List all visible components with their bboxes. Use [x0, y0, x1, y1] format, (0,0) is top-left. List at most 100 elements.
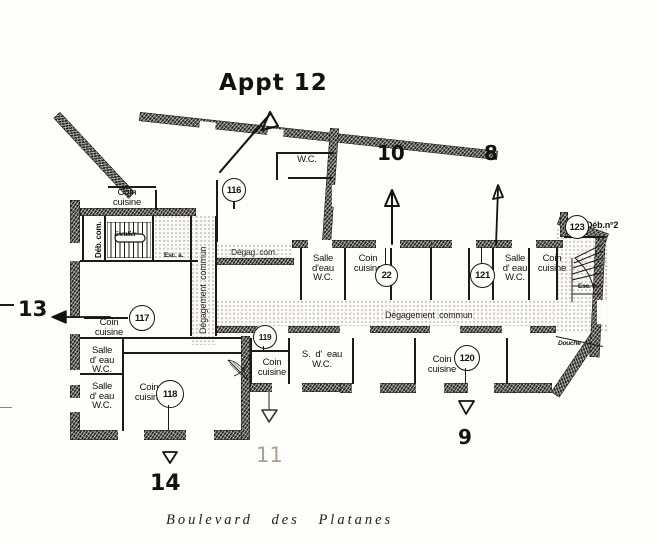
partition-116-left-wall [216, 180, 218, 242]
leader-119 [252, 350, 288, 352]
leader-line-121 [481, 248, 483, 264]
room-bubble-120[interactable]: 120 [454, 345, 480, 371]
label-coin-cuisine-117: Coin cuisine [94, 317, 124, 338]
annotation-14-arrow [160, 448, 182, 468]
room-bubble-121[interactable]: 121 [470, 263, 495, 288]
label-coin-cuisine-top-left: Coin cuisine [112, 187, 142, 208]
room-bubble-116-label: 116 [226, 184, 242, 196]
leader-line-120 [465, 368, 467, 384]
annotation-9-arrow [456, 398, 478, 422]
opening-west-1 [70, 243, 80, 261]
partition-coin-cuisine-top-left [155, 190, 157, 210]
corridor-fill-degag-com-upper [216, 244, 292, 260]
room-bubble-117[interactable]: 117 [129, 305, 155, 331]
label-s-eau-116: W.C. [297, 154, 317, 165]
opening-north-wing-3 [452, 240, 476, 248]
partition-122-mid [344, 248, 346, 300]
wall-north-central-wing [292, 240, 432, 248]
partition-117-wc-b [80, 373, 124, 375]
label-coin-cuisine-120: Coin cuisine [427, 354, 457, 375]
label-deb-com-vertical: Déb. com. [94, 221, 103, 258]
partition-123-box [564, 236, 606, 238]
annotation-10: 10 [377, 141, 405, 165]
label-degagement-commun: Dégagement commun [385, 310, 473, 320]
wall-nw-block-south [80, 208, 196, 216]
opening-south-3 [272, 383, 302, 393]
staircase-b [563, 242, 604, 304]
annotation-11-arrow [258, 390, 282, 426]
partition-se-119-right [352, 338, 354, 384]
label-coin-cuisine-119: Coin cuisine [257, 357, 287, 378]
room-bubble-119[interactable]: 119 [253, 325, 277, 349]
opening-north-wing-1 [308, 240, 332, 248]
partition-117-wc-c [122, 373, 124, 431]
annotation-8-arrow [486, 175, 506, 247]
partition-116-north [276, 152, 334, 154]
wall-south-west-block [70, 430, 250, 440]
opening-east-wall [597, 300, 607, 324]
opening-west-3 [70, 370, 80, 385]
partition-119-left [250, 338, 252, 384]
opening-east-116 [332, 185, 341, 207]
label-salle-eau-117a: Salle d' eau W.C. [89, 345, 115, 376]
opening-north-wing-4 [512, 240, 536, 248]
partition-118-north [122, 352, 242, 354]
opening-south-1 [118, 430, 144, 440]
partition-121-right [528, 248, 530, 300]
wall-west-block-east [241, 336, 250, 440]
door-swing-119 [232, 352, 254, 378]
leader-line-118 [168, 405, 170, 430]
partition-120-left [414, 338, 416, 384]
partition-corridor-west [190, 216, 192, 336]
opening-south-4 [352, 383, 380, 393]
annotation-appt-12-arrow [214, 100, 284, 175]
room-bubble-118-label: 118 [162, 388, 178, 400]
label-degag-com: Dégag. com. [231, 247, 277, 257]
leader-line-119 [263, 346, 265, 352]
partition-122-east [430, 248, 432, 300]
room-bubble-123-label: 123 [569, 221, 585, 233]
annotation-14: 14 [150, 471, 181, 496]
annotation-13-arrow [44, 305, 112, 329]
label-salle-eau-121: Salle d' eau W.C. [502, 253, 528, 284]
label-salle-eau-119: S. d' eau W.C. [301, 349, 343, 370]
room-bubble-119-label: 119 [258, 332, 272, 342]
partition-wing-mid [468, 248, 470, 300]
label-degagement-commun-vertical: Dégagement commun [198, 246, 208, 334]
margin-tick-upper [0, 304, 14, 306]
leader-line-122 [385, 248, 387, 265]
label-deb-n2: Déb.n°2 [586, 220, 619, 230]
label-douche: Douche [558, 340, 581, 347]
room-bubble-122[interactable]: 22 [375, 264, 398, 287]
opening-west-2 [70, 318, 80, 334]
label-salle-eau-117b: Salle d' eau W.C. [89, 381, 115, 412]
room-bubble-116[interactable]: 116 [222, 178, 246, 202]
opening-north-wing-2 [376, 240, 400, 248]
leader-coin-cuisine-tl [108, 186, 156, 188]
partition-nw-bottom [80, 260, 198, 262]
opening-south-2 [186, 430, 214, 440]
opening-west-4 [70, 398, 80, 412]
annotation-8: 8 [484, 141, 498, 165]
room-bubble-118[interactable]: 118 [156, 380, 184, 408]
partition-117-south [80, 337, 242, 339]
room-bubble-121-label: 121 [475, 270, 490, 281]
opening-corridor-s-4 [502, 326, 530, 333]
partition-nw-left [82, 216, 84, 262]
partition-nw-stair-left [104, 216, 106, 262]
room-bubble-123[interactable]: 123 [565, 215, 589, 239]
door-swing-118 [226, 358, 250, 386]
opening-south-6 [468, 383, 494, 393]
room-bubble-117-label: 117 [134, 312, 150, 324]
escalier-label: Escalier [114, 230, 137, 238]
partition-116-west [276, 152, 278, 180]
annotation-11: 11 [256, 443, 283, 467]
partition-nw-stair-right [152, 216, 154, 262]
room-bubble-120-label: 120 [459, 352, 475, 364]
wall-corridor-south-edge [216, 326, 556, 333]
margin-tick-lower [0, 407, 12, 409]
label-salle-eau-122: Salle d'eau W.C. [312, 253, 334, 284]
label-coin-cuisine-118: Coin cuisine [134, 382, 164, 403]
opening-south-5 [416, 383, 444, 393]
